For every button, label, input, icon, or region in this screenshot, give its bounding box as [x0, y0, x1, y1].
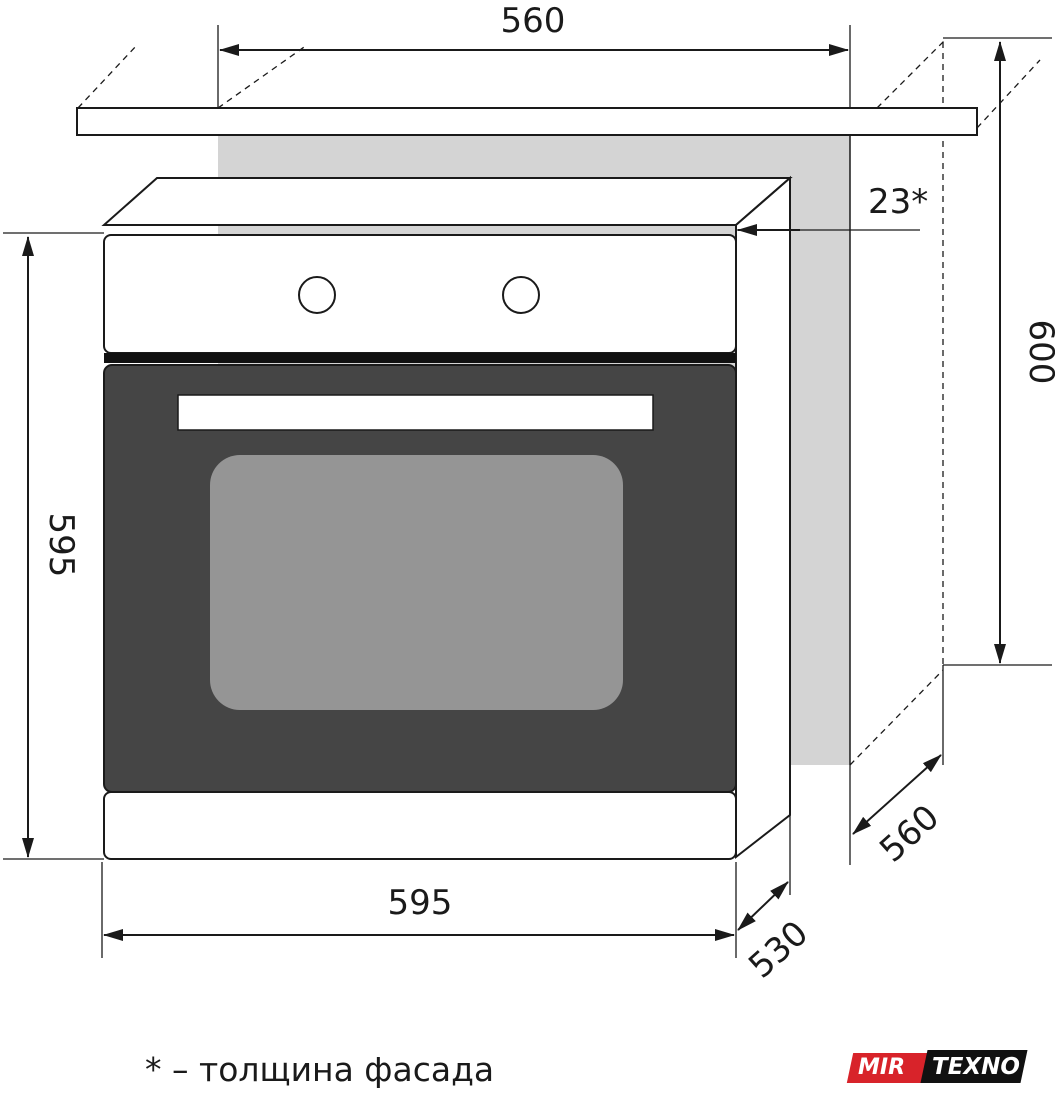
oven-depth-arrow: [737, 881, 789, 931]
logo-text-mir: MIR: [858, 1055, 906, 1080]
niche-depth-arrow: [852, 754, 942, 835]
control-panel: [103, 234, 737, 354]
oven-width-label: 595: [388, 883, 453, 923]
niche-height-label: 600: [1021, 320, 1055, 385]
logo-text-texno: TEXNO: [932, 1054, 1020, 1080]
footnote: * – толщина фасада: [145, 1050, 495, 1089]
panel-gap: [104, 353, 736, 363]
niche-depth-label: 560: [872, 797, 947, 870]
bottom-drawer-strip: [103, 791, 737, 860]
oven-depth-label: 530: [741, 913, 816, 986]
oven-top: [101, 177, 793, 226]
oven-height-label: 595: [41, 513, 81, 578]
countertop: [76, 107, 978, 136]
door-handle: [177, 394, 654, 431]
mirtexno-logo: MIR TEXNO: [846, 1050, 1028, 1084]
niche-width-label: 560: [501, 1, 566, 41]
oven-side: [735, 175, 791, 860]
dimension-arrows: [22, 41, 1006, 941]
oven: [101, 175, 793, 860]
control-knob-right: [502, 276, 540, 314]
control-knob-left: [298, 276, 336, 314]
facade-thickness-label: 23*: [868, 182, 928, 222]
door-window: [210, 455, 623, 710]
